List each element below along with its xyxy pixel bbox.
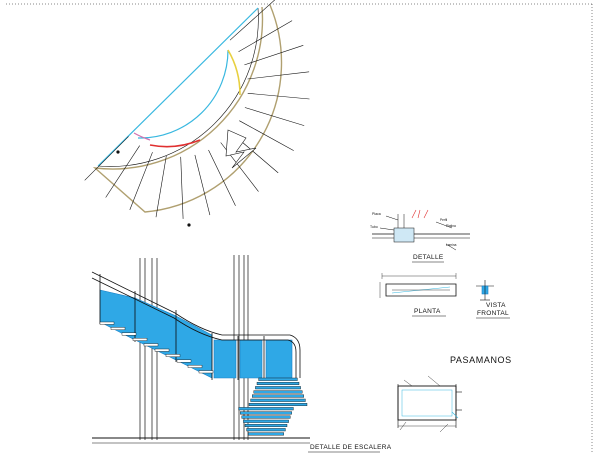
vista-frontal-drawing <box>476 280 510 319</box>
elevation-tread <box>238 407 294 411</box>
elevation-treads <box>99 321 308 436</box>
vista-frontal-label-2: FRONTAL <box>477 310 509 317</box>
vista-frontal-label-1: VISTA <box>486 302 506 309</box>
planta-label: PLANTA <box>414 308 441 315</box>
detail-drawing: Placa Tubo Perfil Platina Lamina <box>370 209 470 263</box>
detalle-de-escalera-label: DETALLE DE ESCALERA <box>310 444 392 451</box>
plan-step-line <box>247 71 310 80</box>
planta-drawing <box>379 273 457 317</box>
plan-outer-arc <box>97 7 259 167</box>
elevation-run-tread <box>143 343 159 347</box>
elevation-tread <box>243 419 289 423</box>
svg-text:Platina: Platina <box>446 224 456 228</box>
pasamanos-drawing <box>397 375 462 433</box>
elevation-run-tread <box>154 348 170 352</box>
plan-step-lines <box>84 0 310 219</box>
plan-step-line <box>129 152 153 211</box>
elevation-tread <box>253 390 303 394</box>
plan-inner-arc-red <box>149 139 201 148</box>
elevation-tread <box>247 432 284 436</box>
elevation-tread <box>241 415 291 419</box>
plan-step-line <box>155 155 167 218</box>
plan-break-symbol <box>225 129 257 169</box>
plan-step-line <box>229 0 276 41</box>
plan-node-dot <box>116 150 120 154</box>
plan-step-line <box>244 107 305 126</box>
plan-step-line <box>180 156 184 219</box>
elevation-run-tread <box>132 338 148 341</box>
plan-step-line <box>105 145 140 198</box>
plan-step-line <box>238 20 293 53</box>
stair-elevation-view <box>91 255 310 444</box>
elevation-run-tread <box>99 321 115 325</box>
elevation-tread <box>250 398 306 402</box>
elevation-run-tread <box>187 365 203 368</box>
pasamanos-title: PASAMANOS <box>450 355 512 365</box>
elevation-run-tread <box>121 332 137 336</box>
elevation-handrail <box>91 271 301 380</box>
plan-straight-edge <box>97 7 259 167</box>
svg-text:Lamina: Lamina <box>446 243 457 247</box>
plan-step-line <box>194 154 211 216</box>
svg-text:Tubo: Tubo <box>370 225 378 229</box>
elevation-tread <box>256 382 300 386</box>
elevation-tread <box>258 377 298 381</box>
elevation-run-tread <box>198 370 214 374</box>
drawing-border <box>6 3 594 452</box>
plan-step-line <box>247 93 310 100</box>
plan-step-line <box>244 45 304 66</box>
detail-label: DETALLE <box>413 254 444 261</box>
elevation-run-tread <box>176 359 192 363</box>
plan-step-line <box>84 136 129 181</box>
plan-inner-arc-pink <box>133 132 151 141</box>
elevation-tread <box>255 386 301 390</box>
elevation-tread <box>244 424 288 428</box>
plan-node-dot <box>187 223 191 227</box>
elevation-run-tread <box>110 327 126 330</box>
stair-plan-view <box>84 0 310 227</box>
elevation-tread <box>239 411 292 415</box>
plan-step-line <box>208 149 236 206</box>
svg-text:Perfil: Perfil <box>440 218 448 222</box>
plan-step-line <box>239 120 294 151</box>
plan-outer-handrail <box>92 4 283 213</box>
plan-inner-arc-yellow <box>227 49 241 96</box>
svg-text:Placa: Placa <box>372 212 381 216</box>
elevation-run-tread <box>165 354 181 357</box>
elevation-tread <box>251 394 304 398</box>
plan-inner-arc <box>137 49 229 139</box>
elevation-tread <box>246 428 286 432</box>
elevation-floor <box>92 437 310 444</box>
elevation-tread <box>248 403 308 407</box>
